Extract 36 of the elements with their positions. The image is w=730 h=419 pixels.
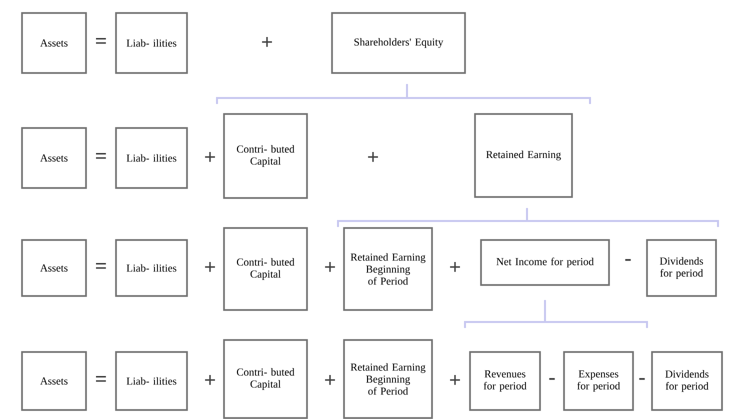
term-box: Retained Earning	[474, 113, 573, 198]
operator-sign: +	[450, 262, 460, 272]
term-box: Retained Earning Beginning of Period	[343, 227, 433, 311]
term-box: Contri- buted Capital	[223, 339, 308, 419]
term-box: Assets	[21, 239, 87, 297]
term-box: Contri- buted Capital	[223, 227, 308, 311]
term-box: Contri- buted Capital	[223, 113, 308, 199]
term-box: Liab- ilities	[115, 239, 188, 297]
operator-sign: +	[262, 36, 272, 47]
operator-sign: +	[205, 374, 215, 385]
operator-sign: +	[325, 262, 335, 272]
operator-sign: +	[325, 374, 335, 385]
operator-sign: -	[625, 259, 631, 261]
term-box: Retained Earning Beginning of Period	[343, 339, 433, 419]
operator-sign: =	[96, 263, 106, 269]
operator-sign: =	[96, 38, 106, 44]
operator-sign: +	[368, 152, 378, 162]
term-box: Assets	[21, 127, 87, 189]
term-box: Liab- ilities	[115, 351, 188, 411]
operator-sign: =	[96, 376, 106, 382]
term-box: Liab- ilities	[115, 12, 188, 74]
term-box: Net Income for period	[480, 239, 610, 286]
term-box: Assets	[21, 12, 87, 74]
term-box: Dividends for period	[646, 239, 717, 297]
term-box: Shareholders' Equity	[331, 12, 466, 74]
term-box: Liab- ilities	[115, 127, 188, 189]
operator-sign: +	[205, 152, 215, 162]
term-box: Assets	[21, 351, 87, 411]
operator-sign: +	[450, 374, 460, 385]
operator-sign: =	[96, 153, 106, 159]
operator-sign: -	[639, 378, 645, 380]
term-box: Expenses for period	[563, 351, 634, 411]
operator-sign: -	[549, 378, 555, 380]
term-box: Revenues for period	[469, 351, 541, 411]
operator-sign: +	[205, 262, 215, 272]
term-box: Dividends for period	[651, 351, 723, 411]
